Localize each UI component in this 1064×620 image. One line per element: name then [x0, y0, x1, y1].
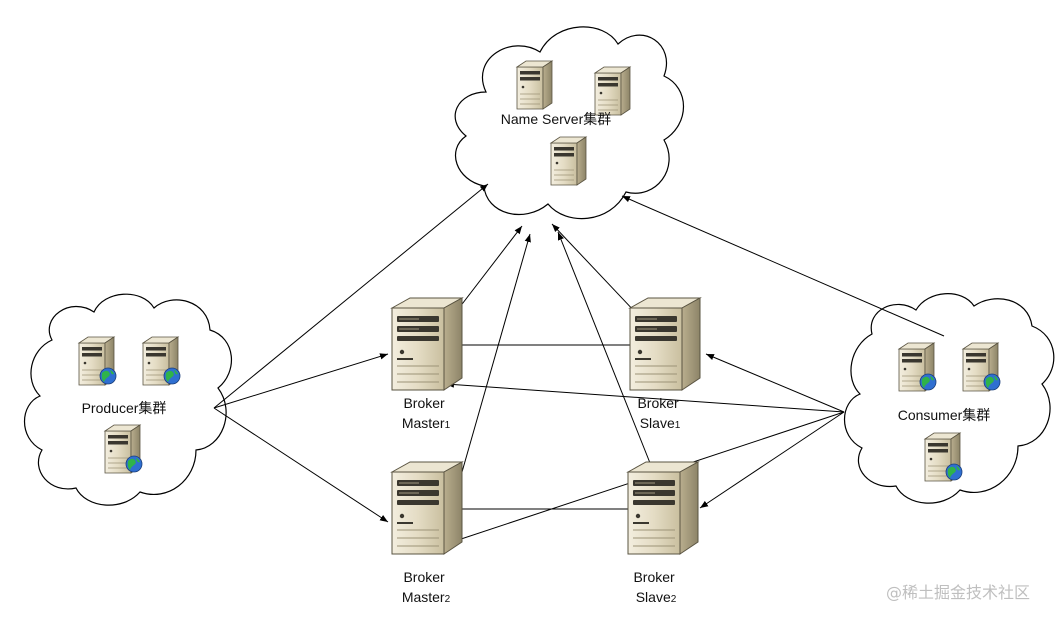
producer-cluster-label: Producer集群 [82, 400, 167, 416]
consumer-cluster-label: Consumer集群 [898, 407, 991, 423]
consumer-server-icon [899, 343, 936, 391]
producer-server-icon [79, 337, 116, 385]
producer-server-icon [105, 425, 142, 473]
broker-slave1-server-icon [629, 297, 701, 391]
name-server-icon [594, 66, 631, 116]
arrow-master2-to-nameserver [461, 233, 531, 473]
arrow-consumer-to-slave1 [705, 353, 845, 413]
broker-master2-server-icon [391, 461, 463, 555]
watermark-text: @稀土掘金技术社区 [886, 583, 1030, 602]
arrow-consumer-to-nameserver [621, 195, 945, 337]
broker-master1-label: Broker Master1 [402, 395, 451, 431]
arrow-slave2-to-nameserver [557, 231, 653, 469]
arrow-producer-to-master2 [213, 407, 389, 523]
broker-master2-label: Broker Master2 [402, 569, 451, 605]
name-server-icon [550, 136, 587, 186]
producer-cloud [23, 293, 232, 506]
broker-master1-server-icon [391, 297, 463, 391]
broker-slave1-label: Broker Slave1 [637, 395, 682, 431]
producer-server-icon [143, 337, 180, 385]
name-server-cluster-label: Name Server集群 [501, 111, 611, 127]
arrow-producer-to-master1 [213, 353, 389, 409]
arrow-consumer-to-master1 [445, 381, 845, 413]
consumer-server-icon [925, 433, 962, 481]
consumer-cloud [843, 293, 1055, 504]
arrow-master1-to-nameserver [455, 225, 523, 313]
connection-arrows [213, 183, 945, 545]
name-server-icon [516, 60, 553, 110]
arrow-consumer-to-slave2 [699, 411, 845, 509]
broker-slave2-label: Broker Slave2 [633, 569, 678, 605]
broker-slave2-server-icon [627, 461, 699, 555]
arrow-producer-to-nameserver [213, 183, 489, 409]
consumer-server-icon [963, 343, 1000, 391]
